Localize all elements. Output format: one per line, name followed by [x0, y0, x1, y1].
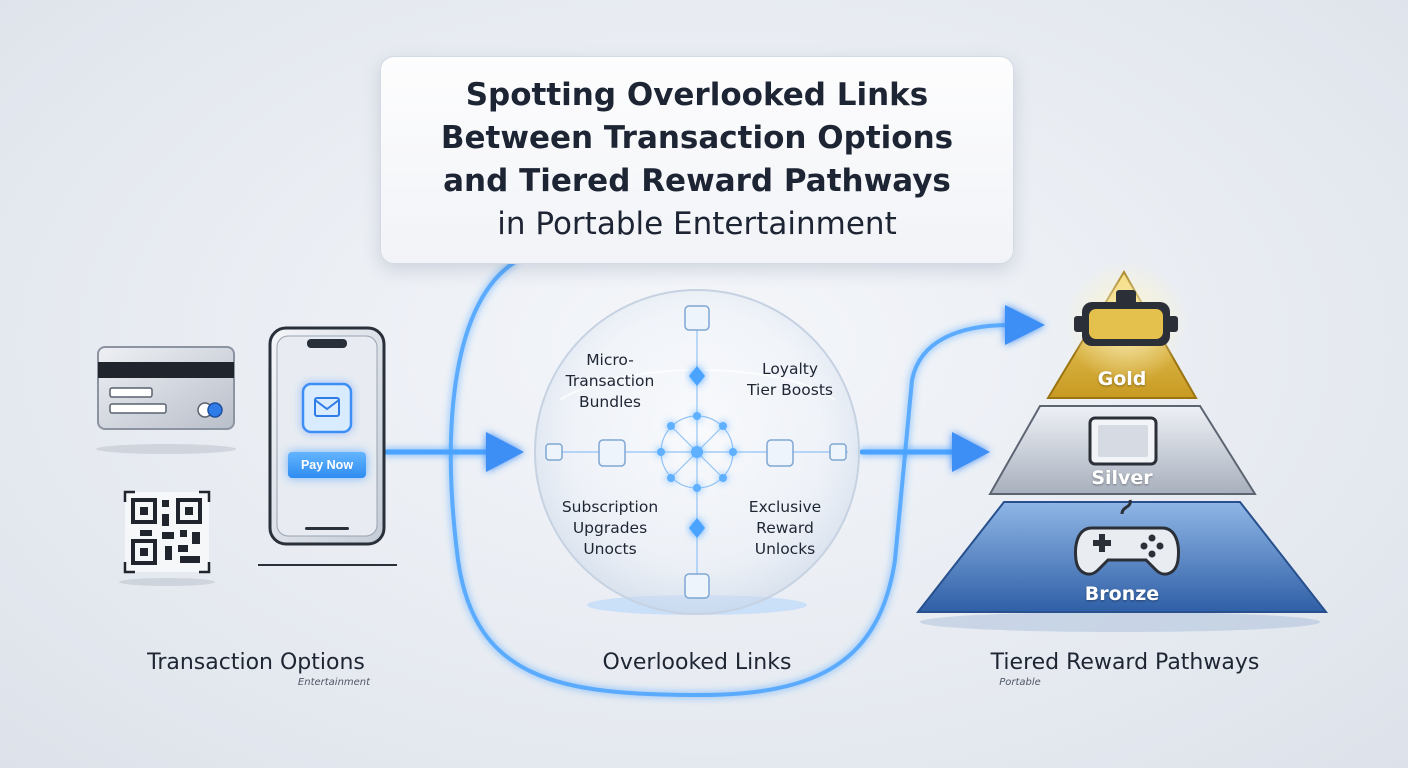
arrow-head-hub-to-silver — [952, 432, 990, 472]
gamepad-icon — [1074, 499, 1180, 576]
arrow-head-loop-to-gold — [1005, 305, 1045, 345]
vr-headset-icon — [1074, 290, 1178, 346]
section-sub-transaction: Entertainment — [297, 677, 371, 688]
tier-label-bronze: Bronze — [1084, 583, 1160, 605]
node-label-micro-transaction: Micro- Transaction Bundles — [565, 351, 655, 411]
title-box: Spotting Overlooked Links Between Transa… — [380, 56, 1014, 264]
arrow-head-phone-to-hub — [486, 432, 524, 472]
section-label-links: Overlooked Links — [602, 650, 792, 675]
qr-code-icon — [119, 490, 215, 586]
node-label-loyalty-tier: Loyalty Tier Boosts — [747, 360, 833, 399]
diagram-title: Spotting Overlooked Links Between Transa… — [440, 77, 954, 242]
section-label-tiers: Tiered Reward Pathways — [990, 650, 1260, 675]
credit-card-icon — [96, 346, 236, 454]
tier-label-gold: Gold — [1097, 368, 1147, 390]
node-label-subscription: Subscription Upgrades Unocts — [561, 498, 659, 558]
pay-now-button[interactable]: Pay Now — [288, 452, 366, 478]
smartphone-icon — [258, 326, 397, 566]
tier-label-silver: Silver — [1091, 467, 1153, 489]
loop-connector — [448, 260, 1012, 698]
flow-connectors — [382, 260, 1012, 698]
tablet-icon — [1088, 416, 1158, 466]
mail-icon — [301, 382, 353, 434]
section-label-transaction: Transaction Options — [147, 650, 365, 675]
node-label-exclusive-reward: Exclusive Reward Unlocks — [748, 498, 822, 558]
section-sub-tiers: Portable — [999, 677, 1041, 688]
network-hub-icon — [534, 289, 860, 615]
